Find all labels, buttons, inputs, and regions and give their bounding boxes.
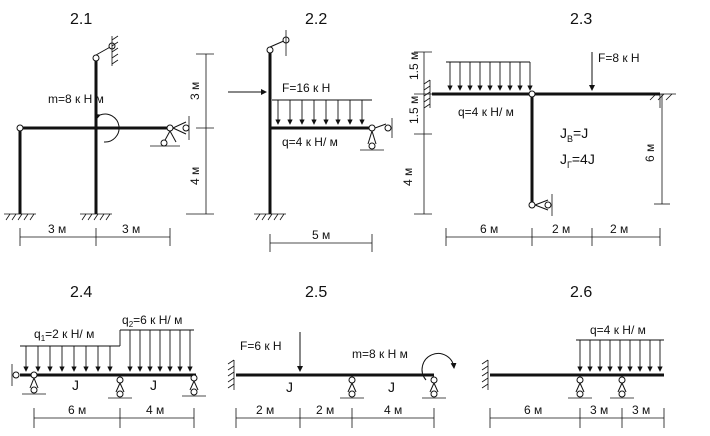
label-j1-2-4: J bbox=[72, 377, 79, 393]
dim-w1-2-3: 6 м bbox=[480, 222, 498, 236]
problem-2-6: 2.6 q=4 к Н/ м 6 м 3 м 3 м bbox=[481, 284, 665, 428]
label-moment-2-5: m=8 к Н м bbox=[352, 347, 408, 361]
label-load-2-2: q=4 к Н/ м bbox=[282, 135, 338, 149]
dim-w1-2-5: 2 м bbox=[256, 403, 274, 417]
svg-text:q1=2 к Н/ м: q1=2 к Н/ м bbox=[34, 327, 94, 343]
label-force-2-2: F=16 к Н bbox=[282, 81, 330, 95]
dim-h-top-2-1: 3 м bbox=[188, 82, 202, 100]
dim-h1-2-3: 1.5 м bbox=[407, 52, 421, 80]
dim-span-2-2: 5 м bbox=[312, 228, 330, 242]
dim-h2-2-3: 1.5 м bbox=[407, 96, 421, 124]
dim-w2-2-6: 3 м bbox=[590, 403, 608, 417]
dim-w3-2-3: 2 м bbox=[610, 222, 628, 236]
label-force-2-3: F=8 к Н bbox=[598, 51, 640, 65]
dim-h-right-2-3: 6 м bbox=[643, 144, 657, 162]
label-j2-2-4: J bbox=[150, 377, 157, 393]
dim-w2-2-3: 2 м bbox=[552, 222, 570, 236]
problem-2-2: 2.2 F=16 к Н q=4 к Н/ м 5 м bbox=[228, 11, 393, 252]
problem-2-1: 2.1 m=8 к Н м 3 м bbox=[4, 11, 214, 246]
label-force-2-5: F=6 к Н bbox=[240, 339, 282, 353]
label-load-2-6: q=4 к Н/ м bbox=[590, 323, 646, 337]
dim-w3-2-6: 3 м bbox=[632, 403, 650, 417]
label-jg-2-3: J bbox=[560, 151, 567, 167]
dim-h3-2-3: 4 м bbox=[401, 168, 415, 186]
svg-text:JВ=J: JВ=J bbox=[560, 125, 588, 144]
dim-w-left-2-1: 3 м bbox=[48, 222, 66, 236]
label-moment-2-1: m=8 к Н м bbox=[48, 92, 104, 106]
dim-w3-2-5: 4 м bbox=[384, 403, 402, 417]
title-2-3: 2.3 bbox=[570, 11, 592, 28]
dim-w2-2-4: 4 м bbox=[146, 403, 164, 417]
dim-w-right-2-1: 3 м bbox=[122, 222, 140, 236]
label-load-2-3: q=4 к Н/ м bbox=[458, 105, 514, 119]
title-2-2: 2.2 bbox=[305, 11, 327, 28]
svg-text:q2=6 к Н/ м: q2=6 к Н/ м bbox=[122, 313, 182, 329]
problem-2-3: 2.3 q=4 к Н/ м F=8 к Н JВ=J JГ=4J bbox=[401, 11, 676, 246]
title-2-4: 2.4 bbox=[70, 284, 92, 301]
dim-h-bot-2-1: 4 м bbox=[188, 167, 202, 185]
label-q2-2-4: q bbox=[122, 313, 129, 327]
title-2-1: 2.1 bbox=[70, 11, 92, 28]
title-2-6: 2.6 bbox=[570, 284, 592, 301]
label-q1-2-4: q bbox=[34, 327, 41, 341]
dim-w2-2-5: 2 м bbox=[316, 403, 334, 417]
problem-2-5: 2.5 F=6 к Н J J m=8 к Н м 2 м 2 м 4 м bbox=[227, 284, 457, 428]
problem-2-4: 2.4 q1=2 к Н/ м q2=6 к Н/ м J J bbox=[11, 284, 206, 428]
label-jb-2-3: J bbox=[560, 125, 567, 141]
label-j1-2-5: J bbox=[286, 379, 293, 395]
svg-text:JГ=4J: JГ=4J bbox=[560, 151, 595, 170]
dim-w1-2-6: 6 м bbox=[524, 403, 542, 417]
title-2-5: 2.5 bbox=[305, 284, 327, 301]
label-j2-2-5: J bbox=[388, 379, 395, 395]
dim-w1-2-4: 6 м bbox=[68, 403, 86, 417]
